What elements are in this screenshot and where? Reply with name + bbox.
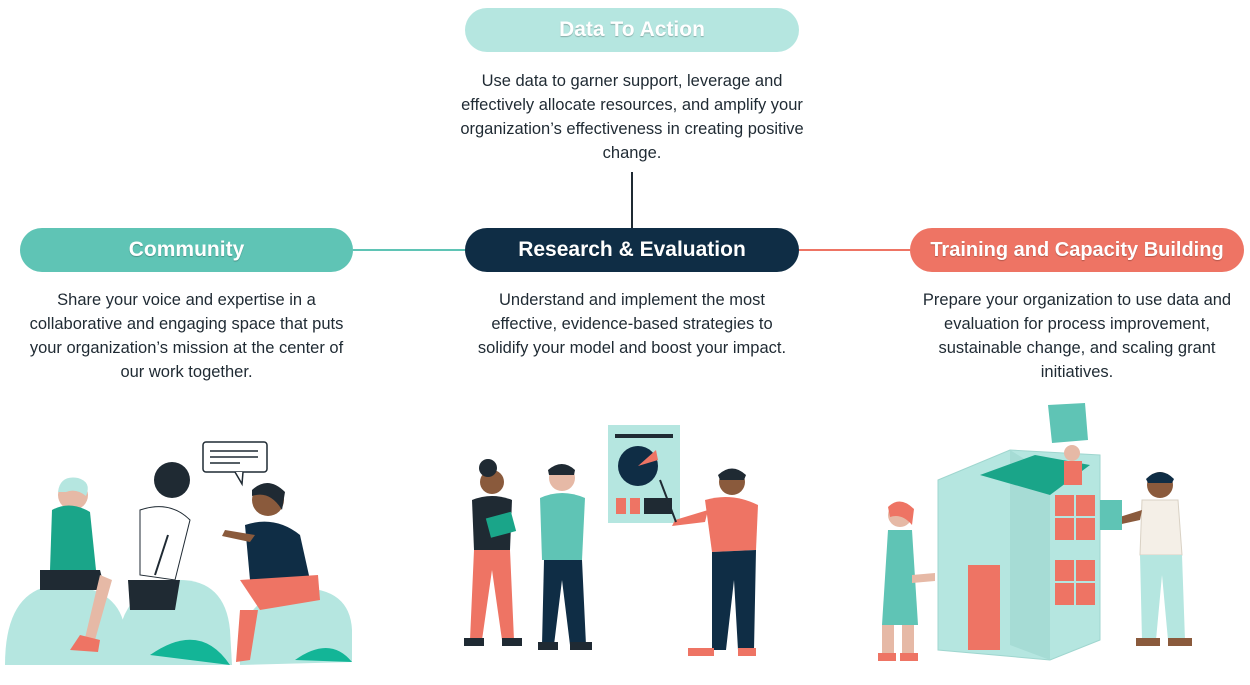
research-evaluation-description: Understand and implement the most effect… bbox=[477, 291, 787, 357]
research-evaluation-pill: Research & Evaluation bbox=[465, 228, 799, 272]
research-evaluation-title: Research & Evaluation bbox=[518, 238, 746, 261]
person-on-roof-figure bbox=[1064, 445, 1082, 485]
research-illustration bbox=[464, 425, 758, 656]
connector-vertical bbox=[631, 172, 633, 229]
training-pill: Training and Capacity Building bbox=[910, 228, 1244, 272]
man-research-figure bbox=[538, 464, 592, 650]
training-title: Training and Capacity Building bbox=[930, 238, 1224, 261]
puzzle-piece-icon bbox=[1048, 403, 1088, 443]
connector-left bbox=[353, 249, 465, 251]
community-title: Community bbox=[128, 238, 245, 261]
connector-right bbox=[799, 249, 910, 251]
woman-right-figure bbox=[222, 482, 320, 662]
community-pill: Community bbox=[20, 228, 353, 272]
chart-board-icon bbox=[608, 425, 680, 523]
data-to-action-title: Data To Action bbox=[559, 18, 705, 41]
man-middle-figure bbox=[128, 462, 191, 610]
community-description: Share your voice and expertise in a coll… bbox=[29, 291, 344, 381]
puzzle-house-icon bbox=[937, 449, 1101, 661]
community-illustration bbox=[5, 441, 352, 665]
data-to-action-pill: Data To Action bbox=[465, 8, 799, 52]
girl-figure bbox=[878, 501, 935, 661]
training-illustration bbox=[878, 403, 1192, 661]
woman-left-figure bbox=[40, 477, 112, 652]
training-description: Prepare your organization to use data an… bbox=[922, 291, 1232, 381]
speech-bubble-icon bbox=[202, 441, 268, 487]
woman-research-figure bbox=[464, 459, 522, 646]
man-training-figure bbox=[1100, 472, 1192, 646]
data-to-action-description: Use data to garner support, leverage and… bbox=[460, 72, 804, 162]
presenter-figure bbox=[659, 468, 758, 656]
